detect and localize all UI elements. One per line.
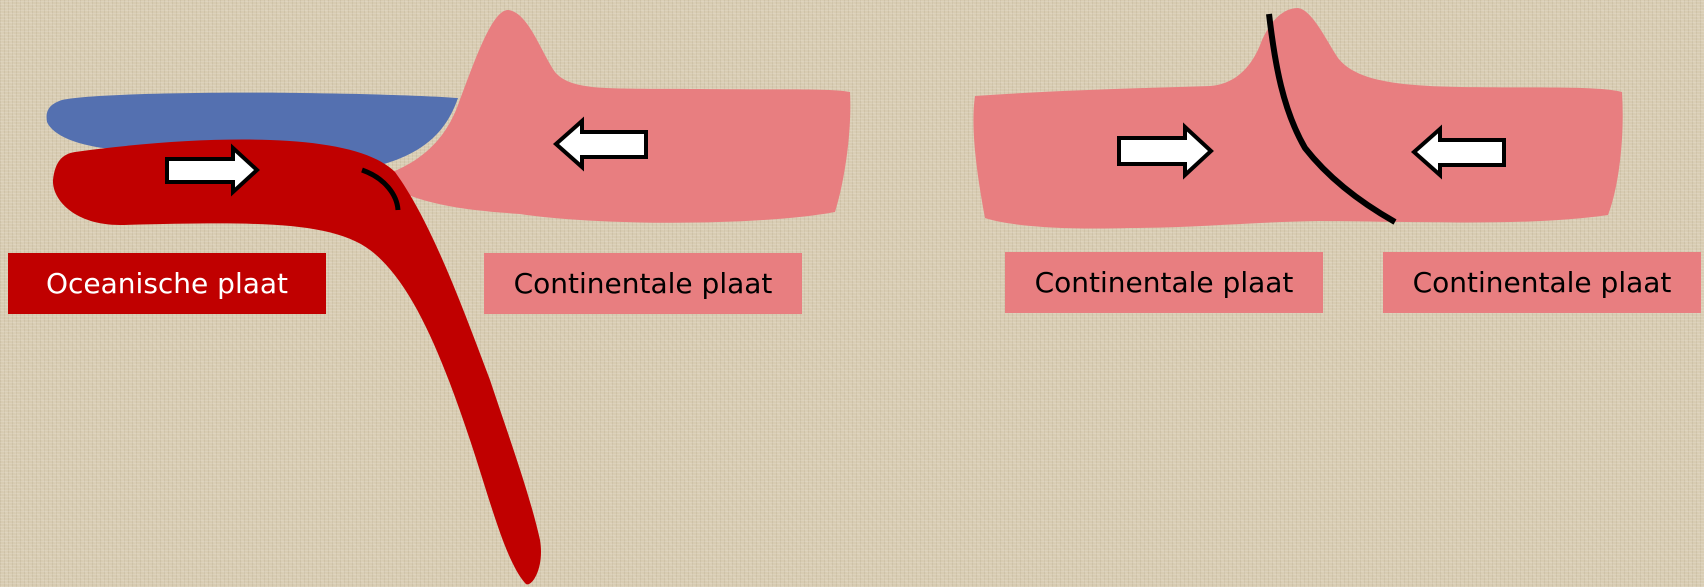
collision-continental-plates — [973, 8, 1622, 229]
left-continental-plate-label: Continentale plaat — [1005, 252, 1323, 313]
right-continental-plate-label: Continentale plaat — [1383, 252, 1701, 313]
continental-plate-label: Continentale plaat — [484, 253, 802, 314]
oceanic-plate-label: Oceanische plaat — [8, 253, 326, 314]
